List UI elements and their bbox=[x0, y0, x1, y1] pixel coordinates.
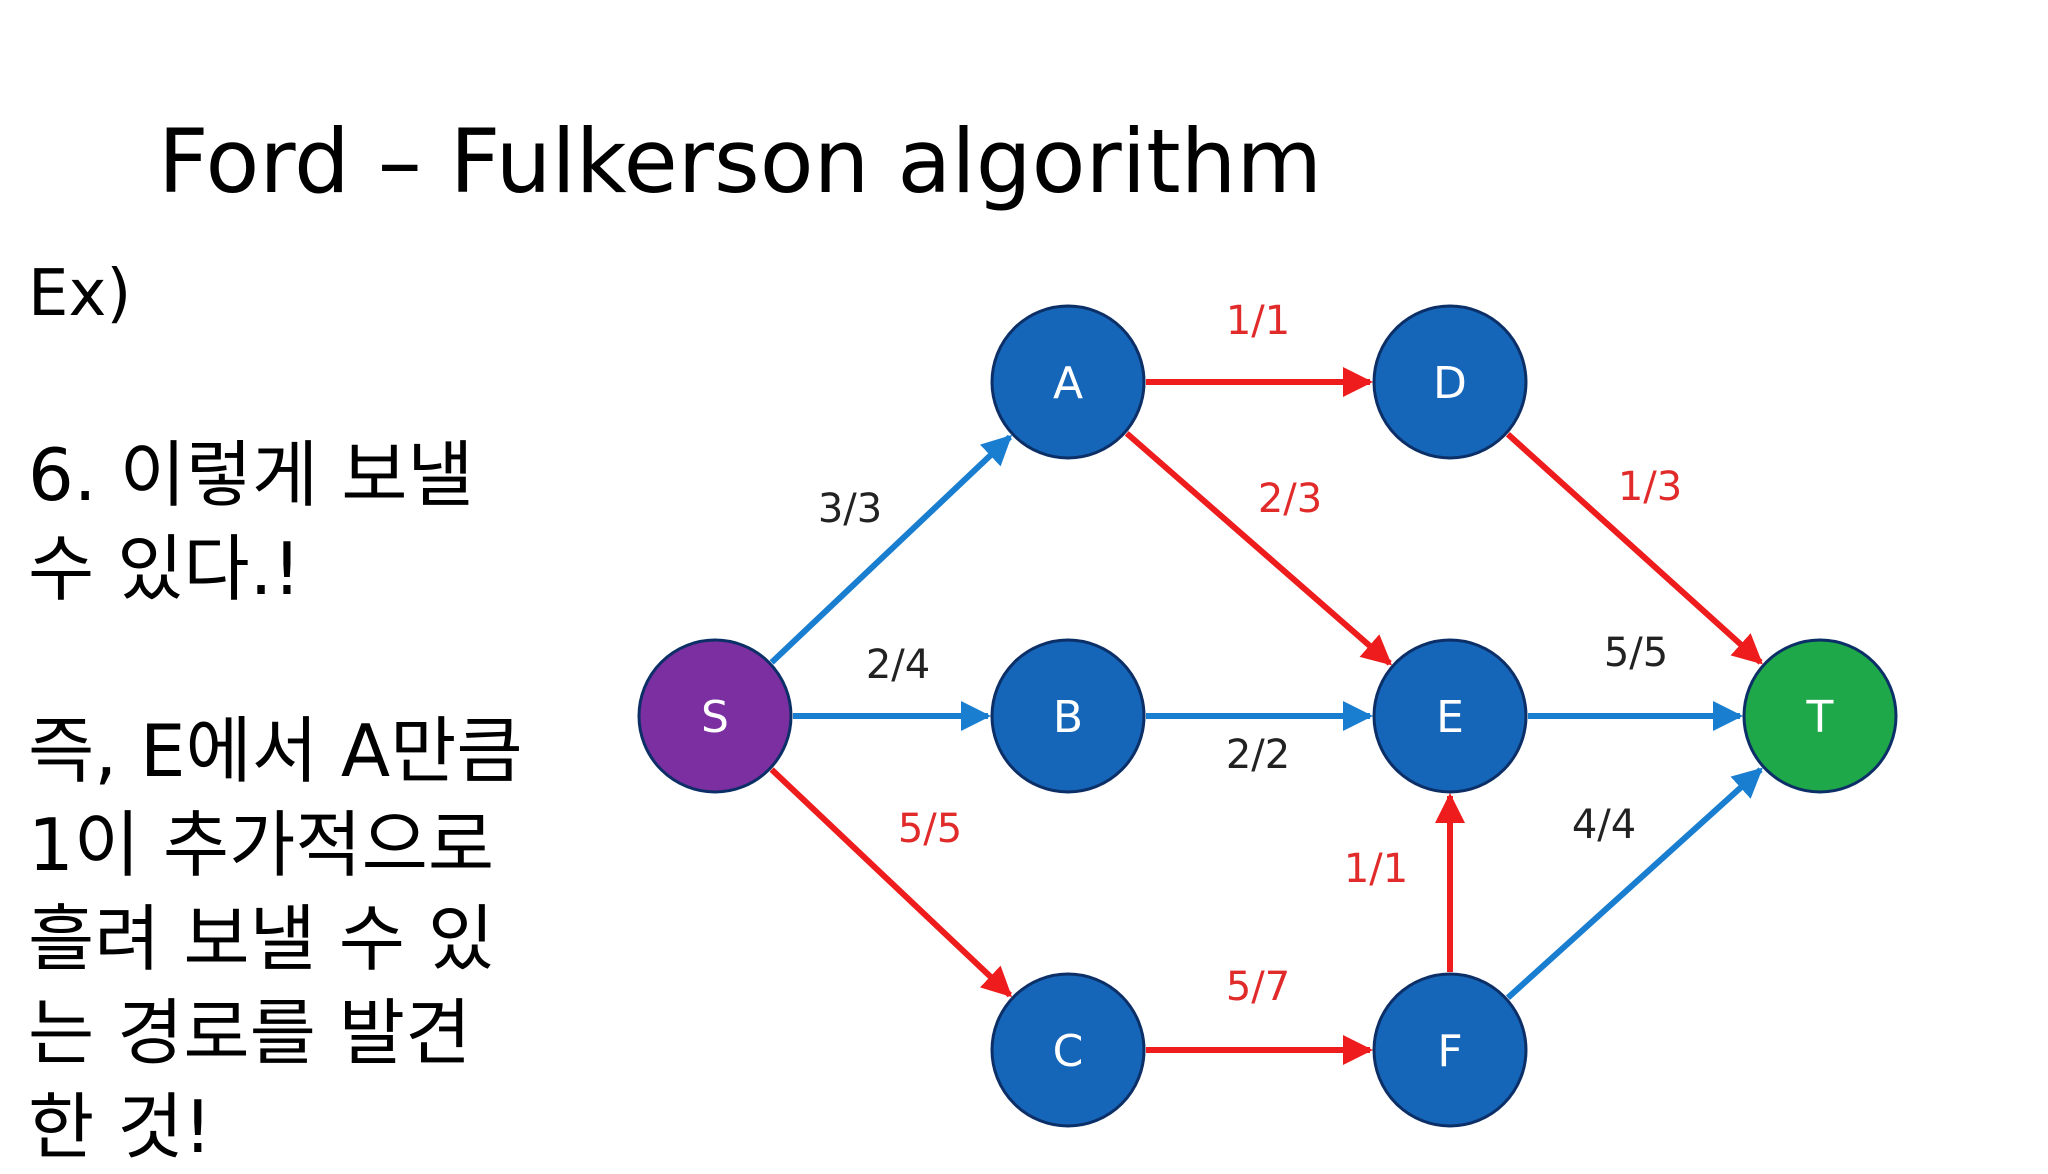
node-label: S bbox=[701, 692, 729, 743]
explanation-line: 흘려 보낼 수 있 bbox=[28, 897, 495, 981]
node-d: D bbox=[1372, 304, 1528, 460]
node-label: T bbox=[1806, 692, 1834, 743]
edge-f-t bbox=[1505, 767, 1763, 1000]
explanation-line: 1이 추가적으로 bbox=[28, 803, 495, 887]
edge-label-a-d: 1/1 bbox=[1226, 298, 1290, 344]
node-label: D bbox=[1433, 358, 1467, 409]
edge-label-c-f: 5/7 bbox=[1226, 964, 1290, 1010]
edge-label-a-e: 2/3 bbox=[1258, 476, 1322, 522]
node-circle bbox=[1372, 972, 1528, 1128]
explanation-line: 는 경로를 발견 bbox=[28, 991, 472, 1075]
edge-d-t bbox=[1505, 432, 1763, 665]
node-circle bbox=[1372, 304, 1528, 460]
edge-label-f-e: 1/1 bbox=[1344, 846, 1408, 892]
edge-labels-layer: 3/3 2/4 5/5 1/1 2/3 2/2 5/7 1/3 5/5 1/1 4/4 bbox=[818, 298, 1682, 1010]
node-circle bbox=[1372, 638, 1528, 794]
node-circle bbox=[990, 304, 1146, 460]
node-circle bbox=[990, 972, 1146, 1128]
edge-s-c bbox=[769, 767, 1013, 998]
edge-label-f-t: 4/4 bbox=[1572, 802, 1636, 848]
node-a: A bbox=[990, 304, 1146, 460]
edge-label-b-e: 2/2 bbox=[1226, 732, 1290, 778]
slide-title: Ford – Fulkerson algorithm bbox=[158, 110, 1323, 213]
step-line: 6. 이렇게 보낼 bbox=[28, 433, 474, 517]
edge-s-a bbox=[769, 434, 1013, 665]
edge-label-e-t: 5/5 bbox=[1604, 630, 1668, 676]
edge-a-e bbox=[1124, 431, 1393, 666]
explanation: 즉, E에서 A만큼 1이 추가적으로 흘려 보낼 수 있 는 경로를 발견 한… bbox=[28, 704, 588, 1174]
node-circle bbox=[990, 638, 1146, 794]
node-e: E bbox=[1372, 638, 1528, 794]
node-label: B bbox=[1053, 692, 1083, 743]
node-b: B bbox=[990, 638, 1146, 794]
edge-label-s-a: 3/3 bbox=[818, 486, 882, 532]
node-circle bbox=[637, 638, 793, 794]
nodes-layer: S A B C D E F T bbox=[637, 304, 1898, 1128]
step-description: 6. 이렇게 보낼 수 있다.! bbox=[28, 428, 588, 616]
explanation-line: 즉, E에서 A만큼 bbox=[28, 709, 523, 793]
edge-label-s-b: 2/4 bbox=[866, 642, 930, 688]
edge-label-d-t: 1/3 bbox=[1618, 464, 1682, 510]
edge-label-s-c: 5/5 bbox=[898, 806, 962, 852]
example-label: Ex) bbox=[28, 257, 132, 331]
edges-layer bbox=[769, 367, 1763, 1065]
node-s: S bbox=[637, 638, 793, 794]
node-t: T bbox=[1742, 638, 1898, 794]
node-label: E bbox=[1436, 692, 1464, 743]
node-f: F bbox=[1372, 972, 1528, 1128]
node-circle bbox=[1742, 638, 1898, 794]
node-c: C bbox=[990, 972, 1146, 1128]
node-label: F bbox=[1437, 1026, 1462, 1077]
node-label: A bbox=[1053, 358, 1083, 409]
node-label: C bbox=[1053, 1026, 1084, 1077]
step-line: 수 있다.! bbox=[28, 527, 302, 611]
